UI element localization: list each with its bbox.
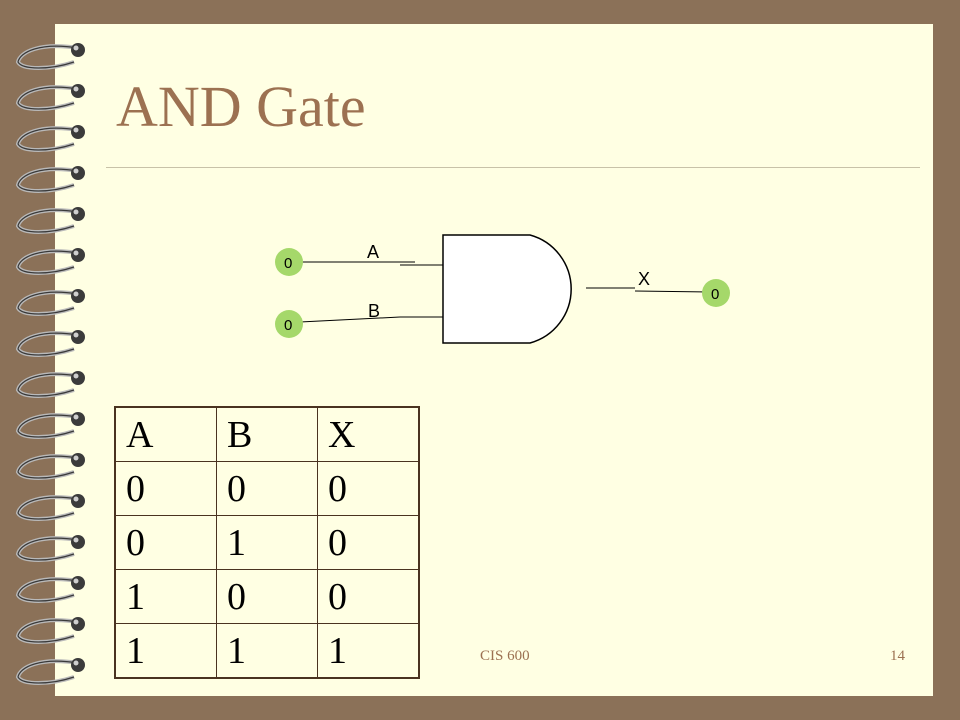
binding-ring — [15, 84, 85, 111]
header-cell-x: X — [317, 406, 420, 462]
output-label: X — [638, 269, 650, 289]
table-cell: 1 — [317, 623, 420, 679]
binding-ring — [15, 658, 85, 685]
truth-table-header: A B X — [114, 406, 420, 462]
table-cell: 0 — [114, 515, 217, 570]
binding-ring — [15, 412, 85, 439]
binding-ring — [15, 576, 85, 603]
table-cell: 1 — [216, 623, 318, 679]
output-value: 0 — [711, 286, 719, 303]
table-row: 0 1 0 — [114, 515, 420, 570]
and-gate-symbol — [442, 234, 572, 344]
binding-ring — [15, 125, 85, 152]
table-cell: 1 — [114, 569, 217, 624]
table-cell: 0 — [216, 569, 318, 624]
output-wire-stub — [634, 290, 711, 293]
footer-course: CIS 600 — [480, 648, 530, 664]
and-gate-circuit: A B X 0 0 0 — [275, 234, 730, 344]
table-row: 1 0 0 — [114, 569, 420, 624]
slide-title: AND Gate — [116, 74, 366, 139]
output-indicator — [702, 279, 730, 307]
input-a-value: 0 — [284, 255, 292, 272]
binding-ring — [15, 207, 85, 234]
binding-ring — [15, 43, 85, 70]
table-cell: 1 — [216, 515, 318, 570]
binding-ring — [15, 453, 85, 480]
input-a-label: A — [367, 242, 379, 262]
table-cell: 0 — [114, 461, 217, 516]
spiral-binding — [15, 43, 85, 685]
table-cell: 0 — [216, 461, 318, 516]
page-number: 14 — [890, 648, 905, 664]
input-a-indicator[interactable] — [275, 248, 303, 276]
binding-ring — [15, 617, 85, 644]
table-row: 0 0 0 — [114, 461, 420, 516]
title-divider — [106, 167, 920, 168]
truth-table: A B X 0 0 0 0 1 0 1 0 0 1 1 1 — [114, 406, 420, 679]
table-cell: 0 — [317, 569, 420, 624]
table-row: 1 1 1 — [114, 623, 420, 679]
table-cell: 1 — [114, 623, 217, 679]
table-cell: 0 — [317, 515, 420, 570]
binding-ring — [15, 330, 85, 357]
input-b-indicator[interactable] — [275, 310, 303, 338]
table-cell: 0 — [317, 461, 420, 516]
header-cell-a: A — [114, 406, 217, 462]
input-b-wire — [299, 316, 401, 323]
input-b-label: B — [368, 301, 380, 321]
header-cell-b: B — [216, 406, 318, 462]
binding-ring — [15, 371, 85, 398]
binding-ring — [15, 494, 85, 521]
binding-ring — [15, 535, 85, 562]
input-b-value: 0 — [284, 317, 292, 334]
binding-ring — [15, 166, 85, 193]
binding-ring — [15, 289, 85, 316]
binding-ring — [15, 248, 85, 275]
